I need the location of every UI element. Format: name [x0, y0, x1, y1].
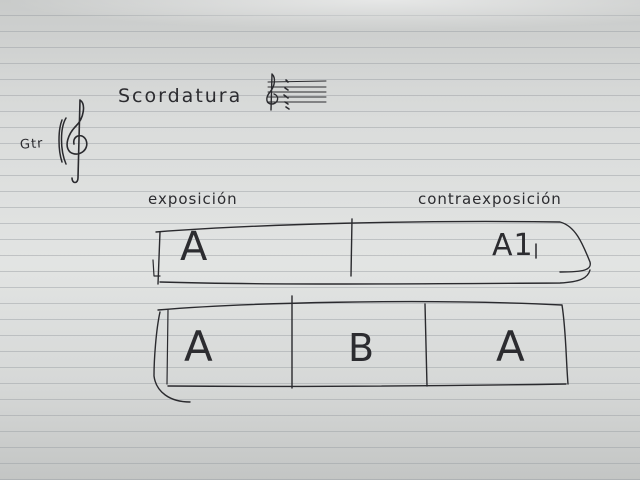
light-glare	[0, 0, 640, 30]
top-form-section-a1: A1	[492, 228, 534, 263]
top-form-box	[152, 218, 591, 285]
top-form-section-a: A	[180, 224, 209, 270]
scordatura-staff-icon	[266, 73, 327, 111]
bottom-form-box	[153, 295, 569, 403]
exposition-label: exposición	[148, 190, 238, 208]
bottom-form-section-b: B	[348, 326, 376, 370]
scordatura-label: Scordatura	[118, 85, 243, 107]
counter-exposition-label: contraexposición	[418, 190, 562, 208]
bottom-form-section-a-left: A	[184, 322, 214, 371]
treble-clef-icon	[58, 99, 88, 184]
bottom-form-section-a-right: A	[496, 322, 526, 371]
